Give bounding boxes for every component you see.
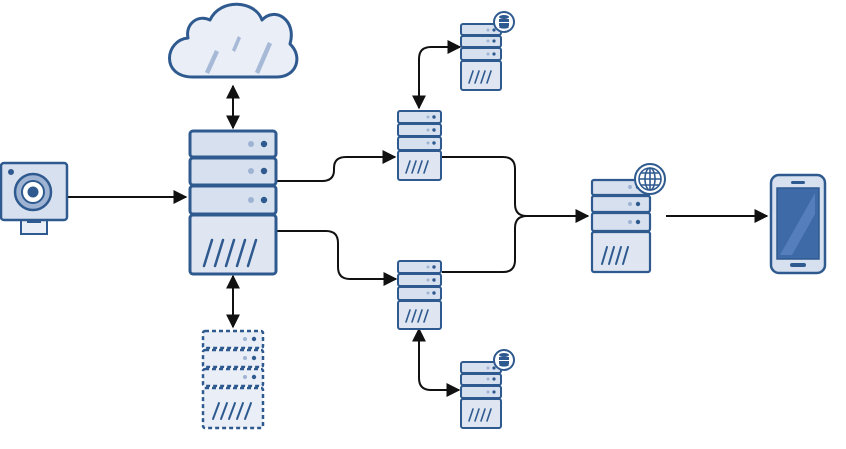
edge-server-bottom-to-web xyxy=(442,215,528,273)
web-server-icon xyxy=(590,163,666,274)
edge-main-to-server-bottom xyxy=(277,230,398,286)
smartphone-icon xyxy=(769,173,827,275)
edge-main-to-server-top xyxy=(277,150,397,182)
database-badge-icon xyxy=(493,349,515,371)
edge-server-bottom-db-bottom xyxy=(412,327,461,397)
server-bottom-icon xyxy=(397,260,442,330)
database-badge-icon xyxy=(493,11,515,33)
cloud-icon xyxy=(168,2,299,79)
edge-server-top-db-top xyxy=(412,40,462,110)
database-server-top-icon xyxy=(460,11,515,91)
database-server-bottom-icon xyxy=(460,349,515,429)
backup-server-icon xyxy=(201,329,265,430)
edge-server-top-to-web xyxy=(442,156,590,223)
main-server-icon xyxy=(188,129,278,276)
globe-icon xyxy=(634,163,666,195)
server-top-icon xyxy=(397,110,442,181)
connections xyxy=(68,40,769,397)
camera-icon xyxy=(0,161,69,235)
